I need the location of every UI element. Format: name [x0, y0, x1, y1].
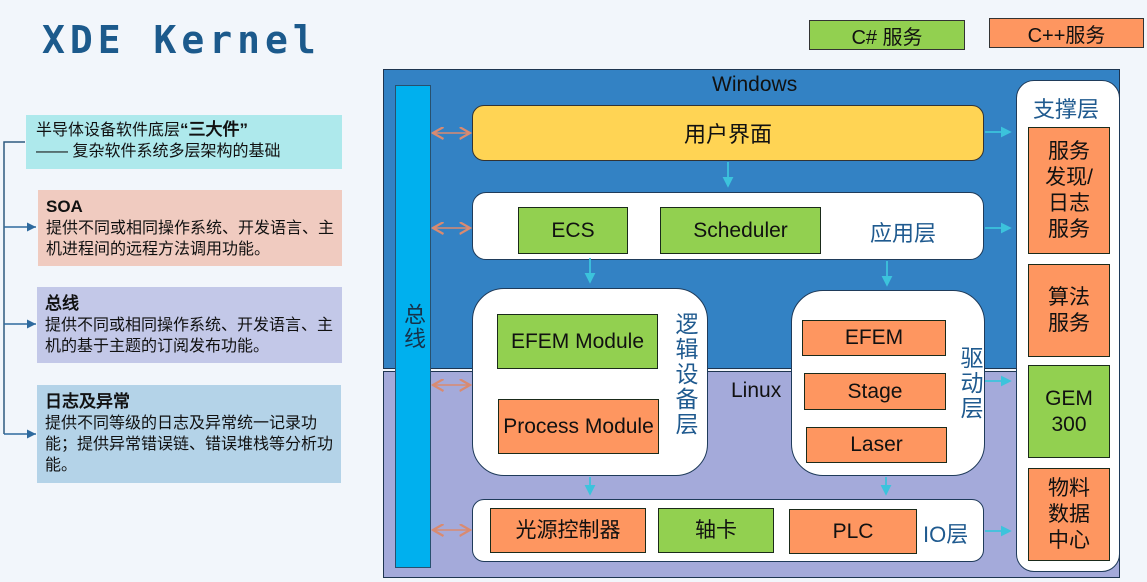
page-title: XDE Kernel	[42, 18, 321, 62]
os-linux-label: Linux	[731, 379, 782, 402]
sidebar-item-log: 日志及异常 提供不同等级的日志及异常统一记录功能；提供异常错误链、错误堆栈等分析…	[37, 385, 341, 483]
app-scheduler: Scheduler	[660, 207, 821, 254]
logic-process-module: Process Module	[498, 399, 659, 454]
logic-layer-label: 逻辑设备层	[672, 312, 698, 437]
legend-csharp: C# 服务	[809, 20, 965, 50]
ui-layer: 用户界面	[472, 105, 984, 161]
support-algorithm: 算法服务	[1028, 264, 1110, 357]
intro-line1-prefix: 半导体设备软件底层	[36, 122, 181, 139]
bus-label: 总线	[401, 302, 426, 351]
sidebar-item-bus: 总线 提供不同或相同操作系统、开发语言、主机的基于主题的订阅发布功能。	[37, 287, 342, 363]
sidebar-intro: 半导体设备软件底层“三大件” —— 复杂软件系统多层架构的基础	[26, 115, 342, 169]
support-discovery-log: 服务发现/日志服务	[1028, 127, 1110, 254]
sidebar-item-title: SOA	[46, 197, 83, 216]
driver-efem: EFEM	[802, 320, 946, 356]
io-axis-card: 轴卡	[658, 508, 774, 553]
support-material-data: 物料数据中心	[1028, 468, 1110, 561]
os-windows-label: Windows	[712, 73, 798, 96]
sidebar-item-title: 总线	[45, 294, 79, 313]
support-layer-label: 支撑层	[1033, 97, 1100, 122]
app-layer-label: 应用层	[870, 221, 937, 246]
driver-laser: Laser	[806, 427, 947, 463]
sidebar-item-soa: SOA 提供不同或相同操作系统、开发语言、主机进程间的远程方法调用功能。	[38, 190, 342, 266]
logic-efem-module: EFEM Module	[497, 314, 658, 369]
sidebar-item-text: 提供不同或相同操作系统、开发语言、主机的基于主题的订阅发布功能。	[45, 317, 334, 355]
intro-line1-quoted: “三大件”	[180, 120, 249, 139]
sidebar-item-title: 日志及异常	[45, 392, 130, 411]
io-layer-label: IO层	[923, 522, 969, 547]
driver-stage: Stage	[804, 373, 946, 410]
io-light-controller: 光源控制器	[490, 508, 646, 553]
sidebar-item-text: 提供不同或相同操作系统、开发语言、主机进程间的远程方法调用功能。	[46, 220, 335, 258]
sidebar-item-text: 提供不同等级的日志及异常统一记录功能；提供异常错误链、错误堆栈等分析功能。	[45, 415, 334, 474]
bus-bar: 总线	[395, 85, 431, 568]
legend-cpp: C++服务	[989, 18, 1144, 48]
driver-layer-label: 驱动层	[957, 346, 983, 421]
app-ecs: ECS	[518, 207, 628, 254]
support-gem300: GEM 300	[1028, 365, 1110, 458]
intro-line2: —— 复杂软件系统多层架构的基础	[36, 143, 281, 160]
io-plc: PLC	[789, 509, 917, 554]
